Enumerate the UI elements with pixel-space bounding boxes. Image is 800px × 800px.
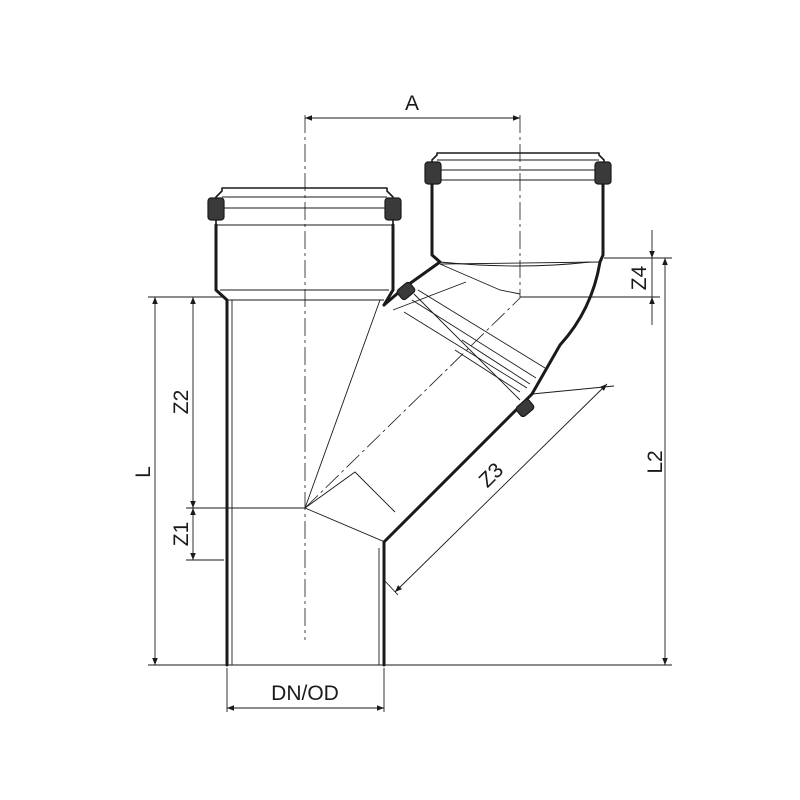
label-a: A [405, 92, 419, 115]
branch-seal-left [424, 161, 442, 185]
label-z4: Z4 [628, 265, 651, 290]
label-dn-od: DN/OD [271, 682, 339, 705]
branch-seal-upper [396, 281, 416, 301]
branch-pipe [304, 162, 605, 543]
label-l: L [132, 466, 155, 478]
dimension-lines [152, 115, 668, 711]
branch-socket [424, 152, 612, 185]
centerlines [304, 115, 521, 640]
main-seal-left [207, 197, 225, 221]
label-z1: Z1 [170, 522, 193, 547]
dim-z3 [394, 383, 608, 593]
branch-seal-lower [515, 398, 535, 418]
label-l2: L2 [644, 450, 667, 473]
label-z2: Z2 [170, 390, 193, 415]
main-seal-right [384, 197, 402, 221]
label-z3: Z3 [475, 459, 509, 493]
main-socket [207, 187, 402, 225]
dimension-labels: A L Z2 Z1 L2 Z4 Z3 DN/OD [132, 92, 667, 705]
main-pipe [214, 223, 534, 667]
branch-seal-right [594, 161, 612, 185]
